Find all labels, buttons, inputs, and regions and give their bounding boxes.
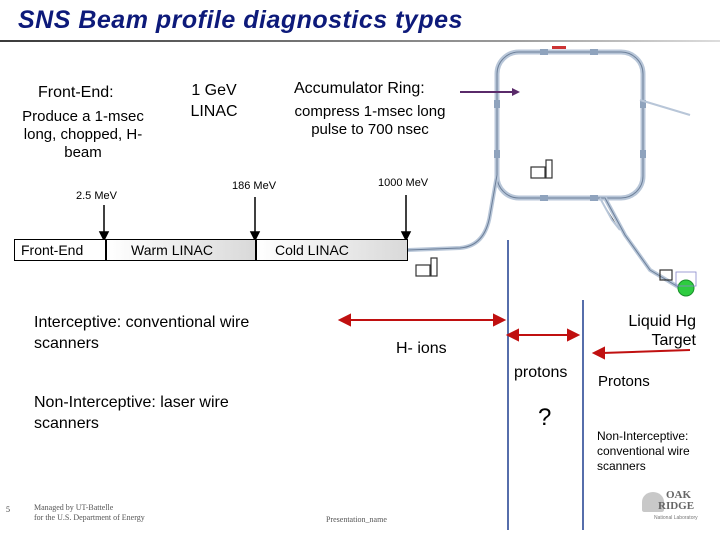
footer-line1: Managed by UT-Battelle [34, 503, 114, 512]
linac-heading: 1 GeV LINAC [176, 80, 252, 122]
protons-arrow [505, 328, 581, 342]
accumulator-ring-shape [494, 49, 646, 201]
linac-heading-line1: 1 GeV [191, 82, 237, 99]
non-interceptive-conventional-text: Non-Interceptive: conventional wire scan… [597, 429, 690, 473]
liquid-hg-target-label: Liquid Hg Target [628, 313, 696, 349]
footer-line2: for the U.S. Department of Energy [34, 513, 145, 522]
ring-description: compress 1-msec long pulse to 700 nsec [294, 103, 446, 138]
logo-text-oak: OAK [666, 489, 692, 501]
footer-organization: Managed by UT-Battelle for the U.S. Depa… [34, 503, 145, 523]
target-icon [677, 279, 695, 297]
cold-linac-block: Cold LINAC [256, 239, 408, 261]
rtbt-line [603, 197, 682, 290]
ring-magnets [494, 49, 646, 201]
page-number: 5 [6, 505, 10, 514]
title-rule [0, 40, 720, 42]
energy-label-1000: 1000 MeV [378, 177, 429, 189]
front-end-block: Front-End [14, 239, 106, 261]
ornl-leaf-icon [642, 492, 664, 512]
target-arrow [591, 346, 691, 360]
h-ions-label: H- ions [396, 340, 447, 357]
front-end-description: Produce a 1-msec long, chopped, H- beam [22, 108, 144, 161]
non-interceptive-laser-text: Non-Interceptive: laser wire scanners [34, 394, 229, 432]
energy-arrows [98, 195, 412, 242]
protons-right-label: Protons [598, 373, 650, 390]
question-mark: ? [538, 404, 552, 431]
protons-label: protons [514, 364, 568, 381]
h-ions-arrow [337, 313, 507, 327]
ornl-logo: OAK RIDGE National Laboratory [638, 488, 712, 528]
slide-title: SNS Beam profile diagnostics types [18, 6, 463, 34]
energy-label-186: 186 MeV [232, 180, 277, 192]
front-end-heading: Front-End: [38, 84, 114, 101]
ring-heading: Accumulator Ring: [294, 80, 425, 97]
logo-text-ridge: RIDGE [658, 500, 695, 512]
interceptive-text: Interceptive: conventional wire scanners [34, 314, 250, 352]
logo-text-national-laboratory: National Laboratory [654, 515, 698, 521]
warm-linac-block: Warm LINAC [106, 239, 256, 261]
linac-heading-line2: LINAC [190, 103, 238, 120]
diagnostic-station-icons [415, 159, 673, 281]
energy-label-2-5: 2.5 MeV [76, 190, 117, 202]
footer-presentation-name: Presentation_name [326, 515, 387, 524]
